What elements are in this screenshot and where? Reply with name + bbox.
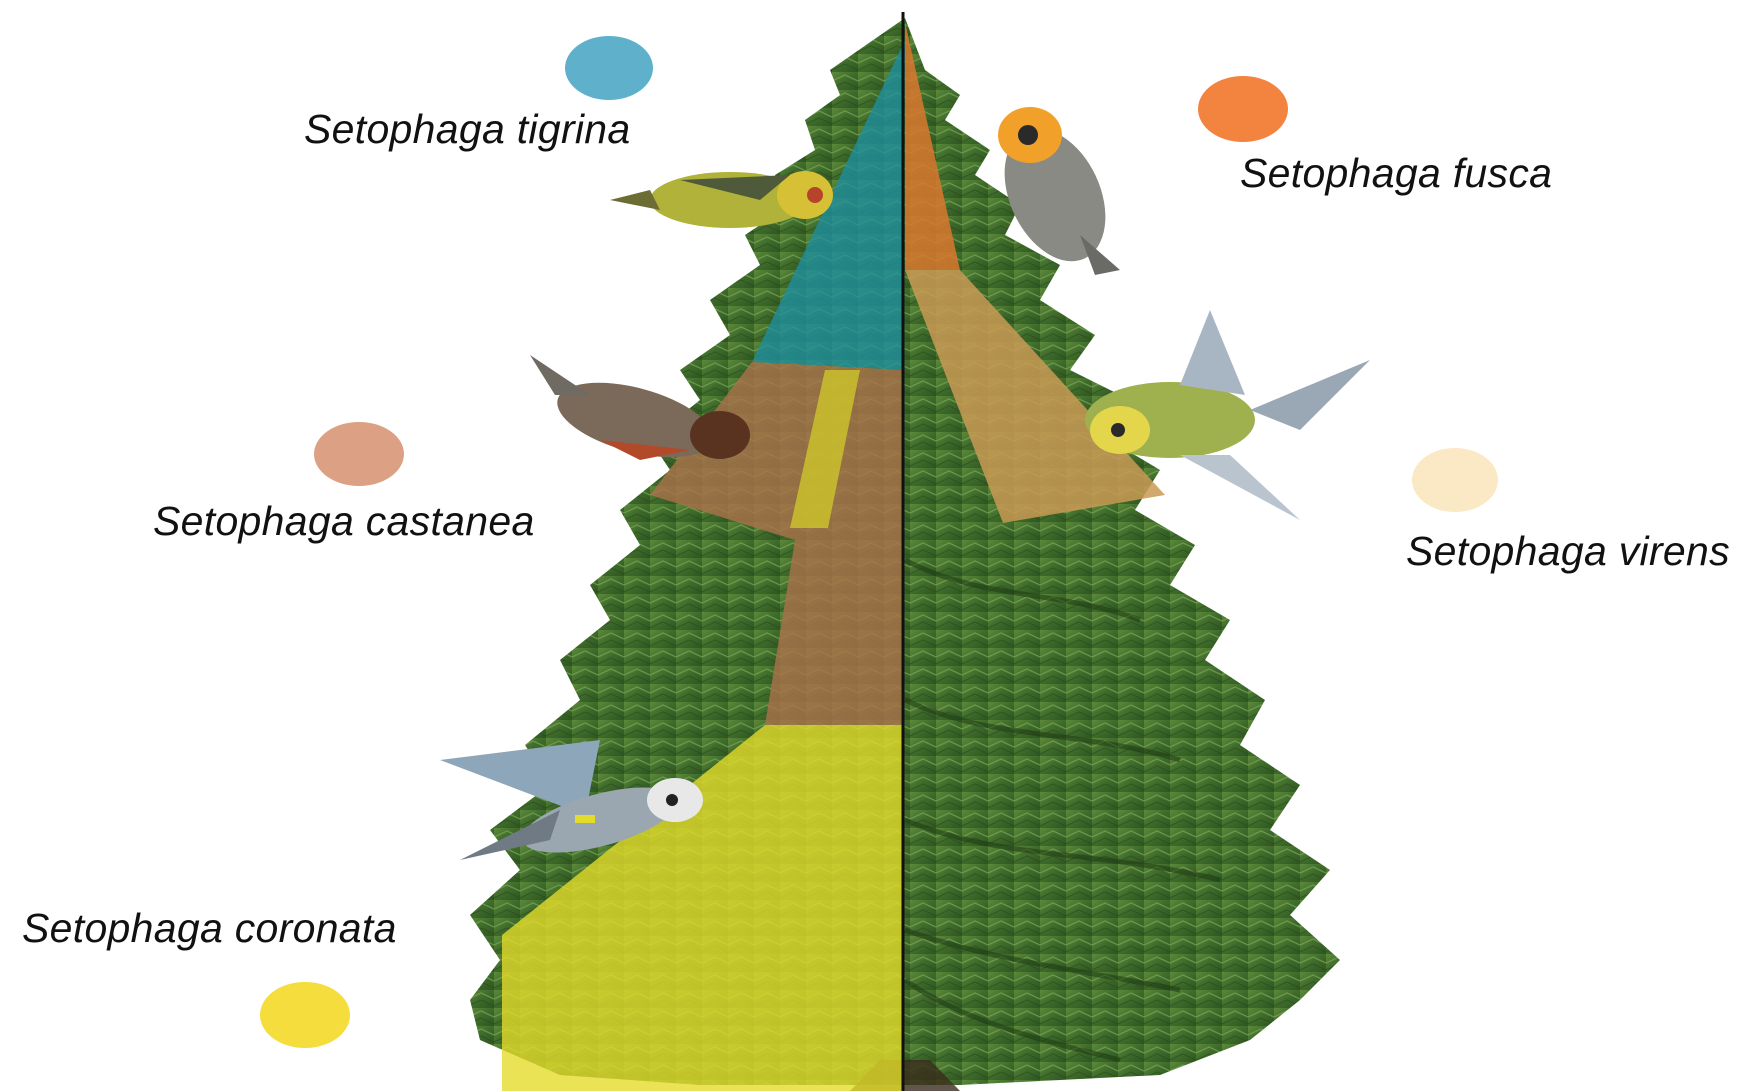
- legend-dot-coronata: [260, 982, 350, 1048]
- label-fusca: Setophaga fusca: [1240, 150, 1552, 197]
- label-coronata: Setophaga coronata: [22, 905, 397, 952]
- legend-dot-tigrina: [565, 36, 653, 100]
- legend-dot-virens: [1412, 448, 1498, 512]
- legend-dot-fusca: [1198, 76, 1288, 142]
- label-tigrina: Setophaga tigrina: [304, 106, 631, 153]
- legend-dot-castanea: [314, 422, 404, 486]
- label-castanea: Setophaga castanea: [153, 498, 535, 545]
- label-virens: Setophaga virens: [1406, 528, 1730, 575]
